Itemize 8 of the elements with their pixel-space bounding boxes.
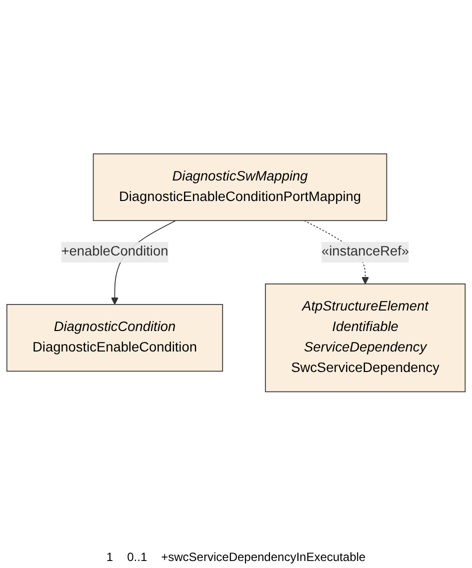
edge-label: «instanceRef» — [322, 244, 410, 260]
multiplicity-label: 0..1 — [127, 550, 148, 564]
multiplicity-label: 1 — [106, 550, 114, 564]
edge-label: +enableCondition — [61, 244, 168, 260]
node-box: DiagnosticSwMapping DiagnosticEnableConditionPortMapping — [92, 154, 388, 222]
node-box: AtpStructureElement Identifiable ServiceDependency SwcServiceDependency — [264, 284, 466, 392]
node-box: DiagnosticCondition DiagnosticEnableCondition — [6, 304, 224, 372]
multiplicity-label: +swcServiceDependencyInExecutable — [161, 550, 366, 564]
